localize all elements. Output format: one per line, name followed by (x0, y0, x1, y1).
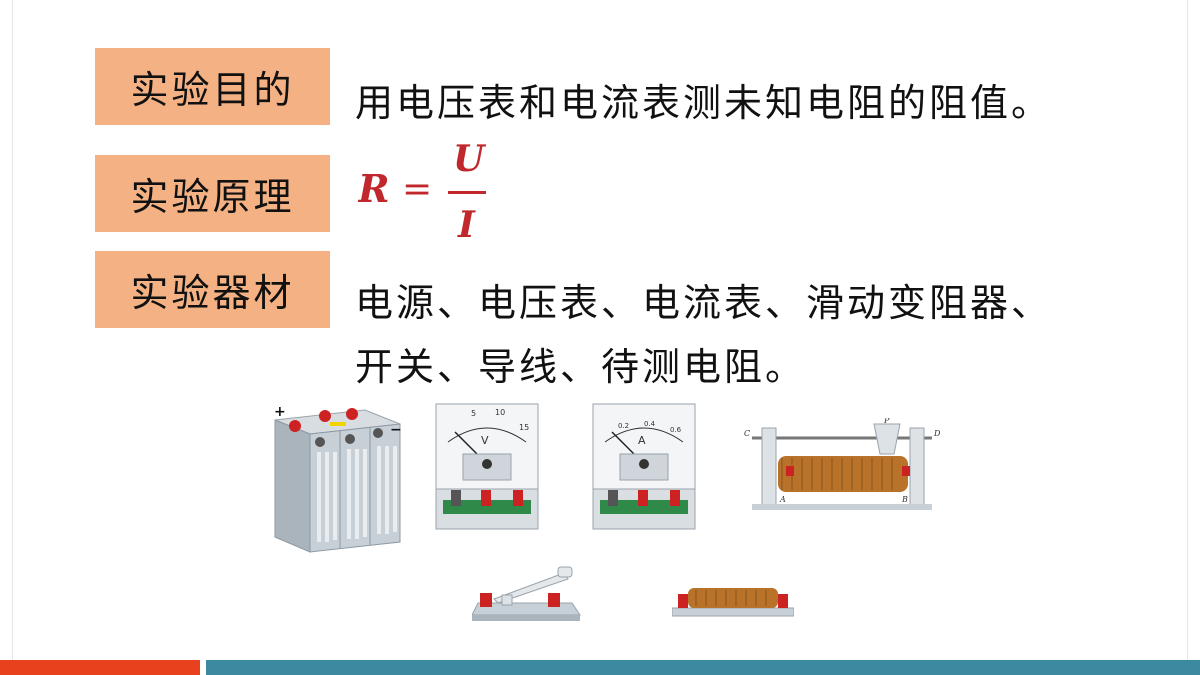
rheostat-terminal-c: C (744, 429, 750, 438)
battery-image: + − (274, 404, 402, 553)
equipment-text-line1: 电源、电压表、电流表、滑动变阻器、 (355, 281, 1053, 325)
voltmeter-scale-10: 10 (495, 408, 505, 417)
footer-bar-accent (0, 660, 200, 675)
rheostat-terminal-b: B (901, 495, 908, 504)
voltmeter-scale-5: 5 (471, 409, 476, 418)
ohms-law-formula: R = U I (358, 138, 487, 245)
slide-frame (12, 0, 1188, 660)
rheostat-image: C P D A B (744, 418, 941, 510)
knife-switch-image (472, 566, 581, 621)
ammeter-scale-06: 0.6 (670, 426, 682, 434)
ammeter-image: 0.2 0.4 0.6 A (592, 403, 696, 530)
formula-numerator: U (453, 138, 487, 180)
equipment-text-line2: 开关、导线、待测电阻。 (355, 345, 807, 389)
fraction-bar (448, 191, 486, 194)
ammeter-scale-02: 0.2 (618, 422, 629, 430)
formula-equals: = (402, 169, 432, 210)
purpose-label: 实验目的 (95, 48, 330, 125)
battery-minus-mark: − (390, 422, 402, 438)
voltmeter-symbol: V (481, 434, 489, 447)
ammeter-symbol: A (638, 434, 646, 447)
voltmeter-scale-15: 15 (519, 423, 529, 432)
footer-bar-main (206, 660, 1200, 675)
formula-denominator: I (457, 204, 476, 245)
resistor-image (672, 588, 794, 617)
battery-plus-mark: + (274, 404, 286, 420)
equipment-label: 实验器材 (95, 251, 330, 328)
rheostat-terminal-a: A (779, 495, 786, 504)
voltmeter-image: 5 10 15 V (435, 403, 539, 530)
principle-label: 实验原理 (95, 155, 330, 232)
ammeter-scale-04: 0.4 (644, 420, 656, 428)
formula-r: R (358, 166, 390, 211)
rheostat-terminal-p: P (883, 418, 890, 425)
purpose-text: 用电压表和电流表测未知电阻的阻值。 (355, 81, 1053, 125)
rheostat-terminal-d: D (933, 429, 941, 438)
